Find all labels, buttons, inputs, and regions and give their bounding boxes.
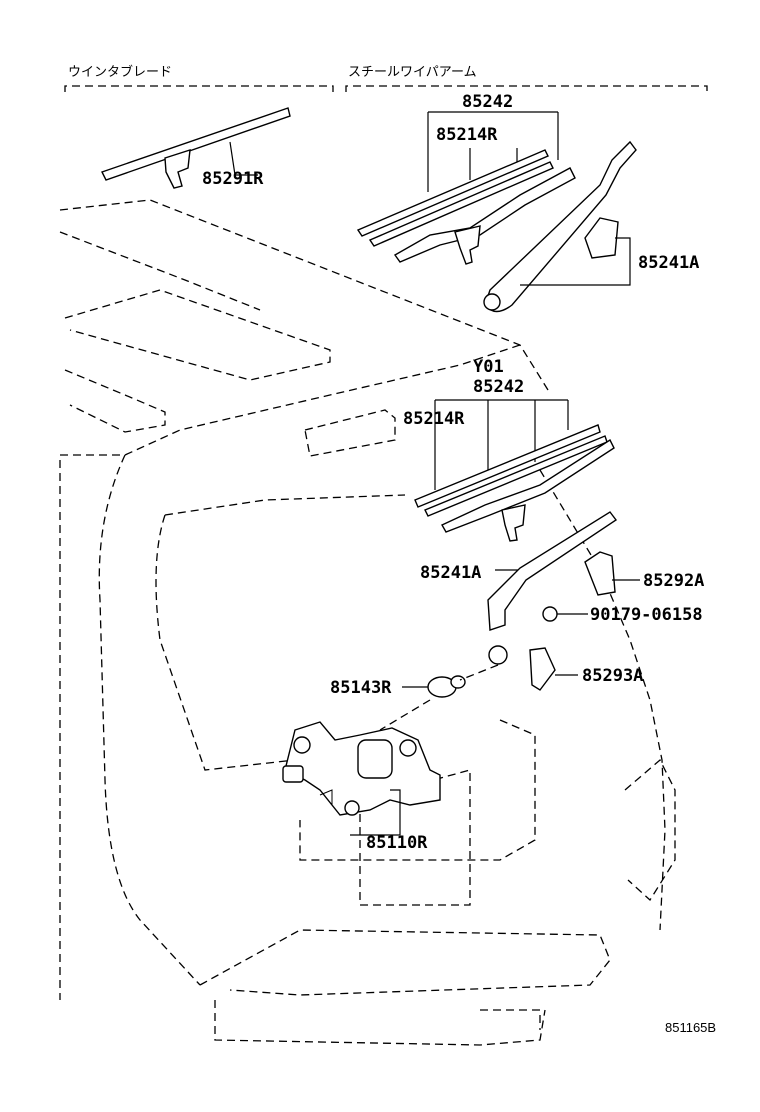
pivot-cap-85293a: [529, 647, 556, 691]
top-wiper-arm: [483, 140, 637, 313]
grommet-collar: [450, 675, 466, 689]
motor-connector: [282, 765, 304, 783]
top-blade-frame: [393, 167, 576, 263]
bracket-85242-mid: [434, 399, 569, 490]
license-plate-frame: [359, 769, 471, 906]
steel-arm-group: スチールワイパアーム: [345, 65, 708, 92]
winter-blade-bracket: [64, 85, 334, 92]
roof-rack-lower: [64, 369, 166, 433]
license-plate-recess: [299, 719, 536, 861]
illustration-code: 851165B: [665, 1020, 716, 1035]
motor-mount-left: [293, 736, 311, 754]
glass-top-edge: [164, 494, 406, 516]
bracket-85242-top: [427, 111, 559, 192]
label-85110r: 85110R: [366, 833, 428, 853]
lead-85291r: [229, 141, 258, 176]
rear-bumper-top: [199, 929, 611, 996]
label-85214r-top: 85214R: [436, 125, 498, 145]
label-85214r-mid: 85214R: [403, 409, 465, 429]
mid-blade-frame: [441, 438, 615, 533]
top-blade-clip: [454, 225, 481, 265]
rear-bumper-lower: [214, 1000, 546, 1046]
motor-body: [357, 739, 393, 779]
winter-blade-header: ウインタブレード: [68, 64, 172, 80]
roof-rack-left: [64, 289, 331, 381]
mid-arm-body: [487, 511, 618, 631]
lead-85241a-top: [520, 237, 631, 286]
steel-wiper-arm-header: スチールワイパアーム: [348, 65, 477, 80]
label-85292a: 85292A: [643, 571, 704, 591]
roof-rear-edge: [60, 344, 521, 456]
winter-blade-body: [101, 107, 291, 181]
arm-head-cover-85292a: [584, 551, 616, 596]
top-blade-strip: [368, 161, 554, 247]
label-85241a-mid: 85241A: [420, 563, 481, 583]
mid-wiper-arm: [487, 511, 618, 665]
winter-blade-adapter: [164, 149, 191, 189]
label-85242-top: 85242: [462, 92, 513, 112]
top-arm-pivot: [483, 293, 501, 311]
label-85291r: 85291R: [202, 169, 264, 189]
label-90179-06158: 90179-06158: [590, 605, 703, 625]
mid-blade-refill: [414, 424, 601, 508]
right-body-edge: [539, 469, 666, 931]
label-85293a: 85293A: [582, 666, 643, 686]
centerline: [379, 664, 499, 731]
winter-blade-85291r: [101, 107, 291, 189]
top-wiper-blade: [356, 149, 576, 265]
mid-wiper-blade: [414, 424, 615, 542]
rear-wiper-motor-85110r: [282, 721, 441, 836]
winter-blade-group: ウインタブレード: [64, 64, 334, 92]
motor-bracket-detail: [319, 789, 333, 805]
left-quarter: [98, 454, 201, 986]
lead-85110r: [350, 789, 401, 836]
vehicle-outline: [59, 199, 676, 1046]
glass-left-edge: [155, 514, 341, 771]
tow-hitch: [480, 1009, 541, 1030]
label-85242-mid: 85242: [473, 377, 524, 397]
mid-arm-pivot: [488, 645, 508, 665]
roof-rack-rail: [59, 231, 261, 311]
nut-90179-06158: [542, 606, 558, 622]
label-85143r: 85143R: [330, 678, 392, 698]
top-arm-cover: [584, 217, 619, 259]
mid-blade-clip: [501, 504, 526, 542]
label-y01: Y01: [473, 357, 504, 377]
right-tail-lamp: [624, 758, 676, 902]
top-blade-refill: [356, 149, 549, 237]
motor-mount-right: [399, 739, 417, 757]
steel-arm-bracket: [345, 85, 708, 92]
high-mount-stop-lamp: [304, 409, 396, 457]
motor-mount-lower: [344, 800, 360, 816]
label-85241a-top: 85241A: [638, 253, 699, 273]
roof-edge: [59, 199, 549, 391]
